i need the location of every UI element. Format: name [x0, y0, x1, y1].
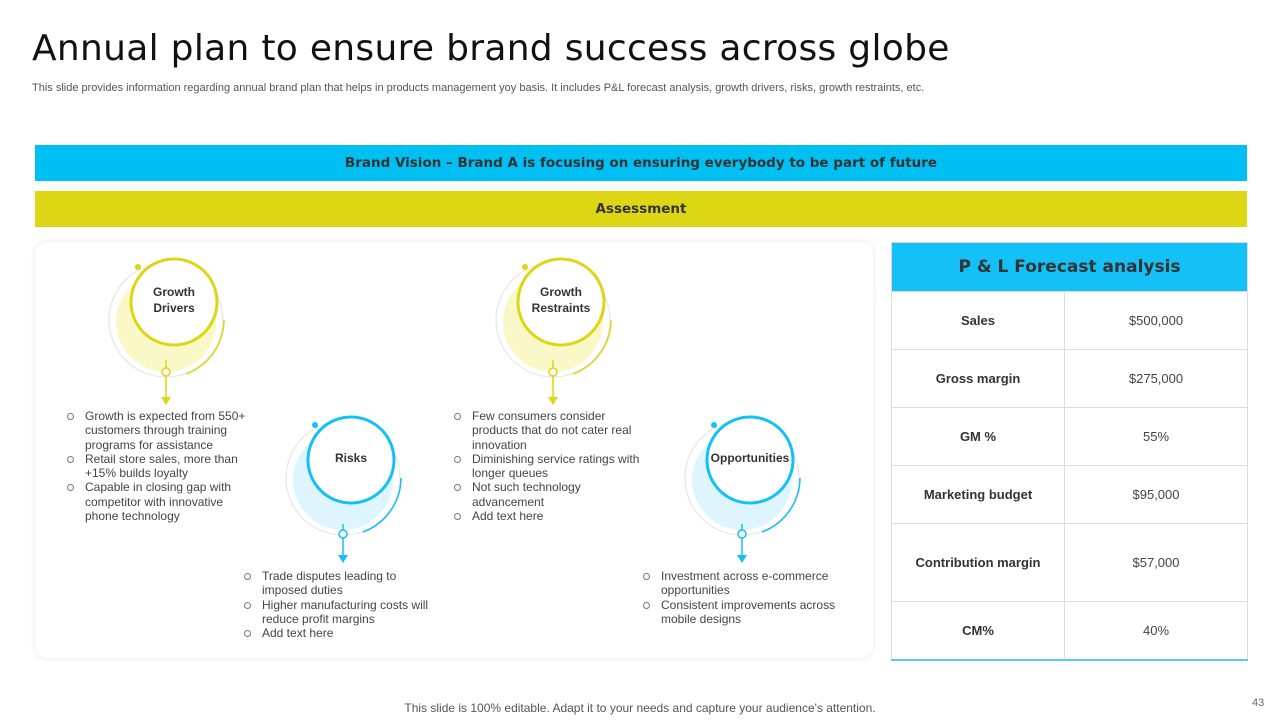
list-item: Add text here	[242, 626, 442, 640]
assessment-banner: Assessment	[35, 191, 1247, 227]
row-label: CM%	[892, 602, 1065, 658]
growth-drivers-list: Growth is expected from 550+ customers t…	[65, 409, 255, 523]
brand-vision-banner: Brand Vision – Brand A is focusing on en…	[35, 145, 1247, 181]
growth-drivers-node: Growth Drivers	[106, 257, 226, 410]
page-subtitle: This slide provides information regardin…	[32, 82, 925, 94]
growth-restraints-circle-graphic	[495, 257, 612, 405]
page-title: Annual plan to ensure brand success acro…	[32, 28, 950, 69]
row-value: 40%	[1142, 622, 1170, 638]
risks-label: Risks	[334, 450, 368, 465]
table-row: Gross margin $275,000	[892, 349, 1247, 407]
growth-restraints-list: Few consumers consider products that do …	[452, 409, 652, 523]
risks-circle-graphic	[285, 415, 402, 563]
risks-list: Trade disputes leading to imposed duties…	[242, 569, 442, 640]
table-row: CM% 40%	[892, 601, 1247, 658]
risks-node: Risks	[283, 415, 403, 568]
row-label: GM %	[892, 408, 1065, 465]
list-item: Retail store sales, more than +15% build…	[65, 452, 255, 481]
table-row: Marketing budget $95,000	[892, 465, 1247, 523]
list-item: Trade disputes leading to imposed duties	[242, 569, 442, 598]
opportunities-node: Opportunities	[682, 415, 802, 568]
list-item: Higher manufacturing costs will reduce p…	[242, 598, 442, 627]
list-item: Growth is expected from 550+ customers t…	[65, 409, 255, 452]
list-item: Add text here	[452, 509, 652, 523]
growth-drivers-circle-graphic	[108, 257, 225, 405]
row-value: $95,000	[1132, 487, 1180, 502]
row-value: 55%	[1142, 429, 1170, 444]
footer-note: This slide is 100% editable. Adapt it to…	[404, 701, 876, 715]
growth-restraints-node: Growth Restraints	[493, 257, 613, 410]
list-item: Diminishing service ratings with longer …	[452, 452, 652, 481]
pl-forecast-table: P & L Forecast analysis Sales $500,000 G…	[891, 242, 1248, 661]
list-item: Capable in closing gap with competitor w…	[65, 480, 255, 523]
growth-restraints-label: Growth Restraints	[531, 284, 591, 315]
row-label: Contribution margin	[892, 524, 1065, 601]
list-item: Consistent improvements across mobile de…	[641, 598, 851, 627]
table-row: GM % 55%	[892, 407, 1247, 465]
pl-forecast-heading: P & L Forecast analysis	[892, 243, 1247, 291]
row-label: Gross margin	[892, 350, 1065, 407]
opportunities-circle-graphic	[684, 415, 801, 563]
list-item: Investment across e-commerce opportuniti…	[641, 569, 851, 598]
list-item: Few consumers consider products that do …	[452, 409, 652, 452]
row-value: $57,000	[1132, 555, 1180, 570]
list-item: Not such technology advancement	[452, 480, 652, 509]
opportunities-label: Opportunities	[710, 450, 790, 465]
growth-drivers-label: Growth Drivers	[153, 284, 195, 315]
table-row: Sales $500,000	[892, 291, 1247, 349]
row-value: $500,000	[1128, 313, 1184, 328]
table-row: Contribution margin $57,000	[892, 523, 1247, 601]
row-value: $275,000	[1128, 371, 1184, 386]
opportunities-list: Investment across e-commerce opportuniti…	[641, 569, 851, 626]
table-bottom-accent	[891, 659, 1248, 661]
row-label: Marketing budget	[892, 466, 1065, 523]
row-label: Sales	[892, 292, 1065, 349]
page-number: 43	[1252, 697, 1265, 709]
